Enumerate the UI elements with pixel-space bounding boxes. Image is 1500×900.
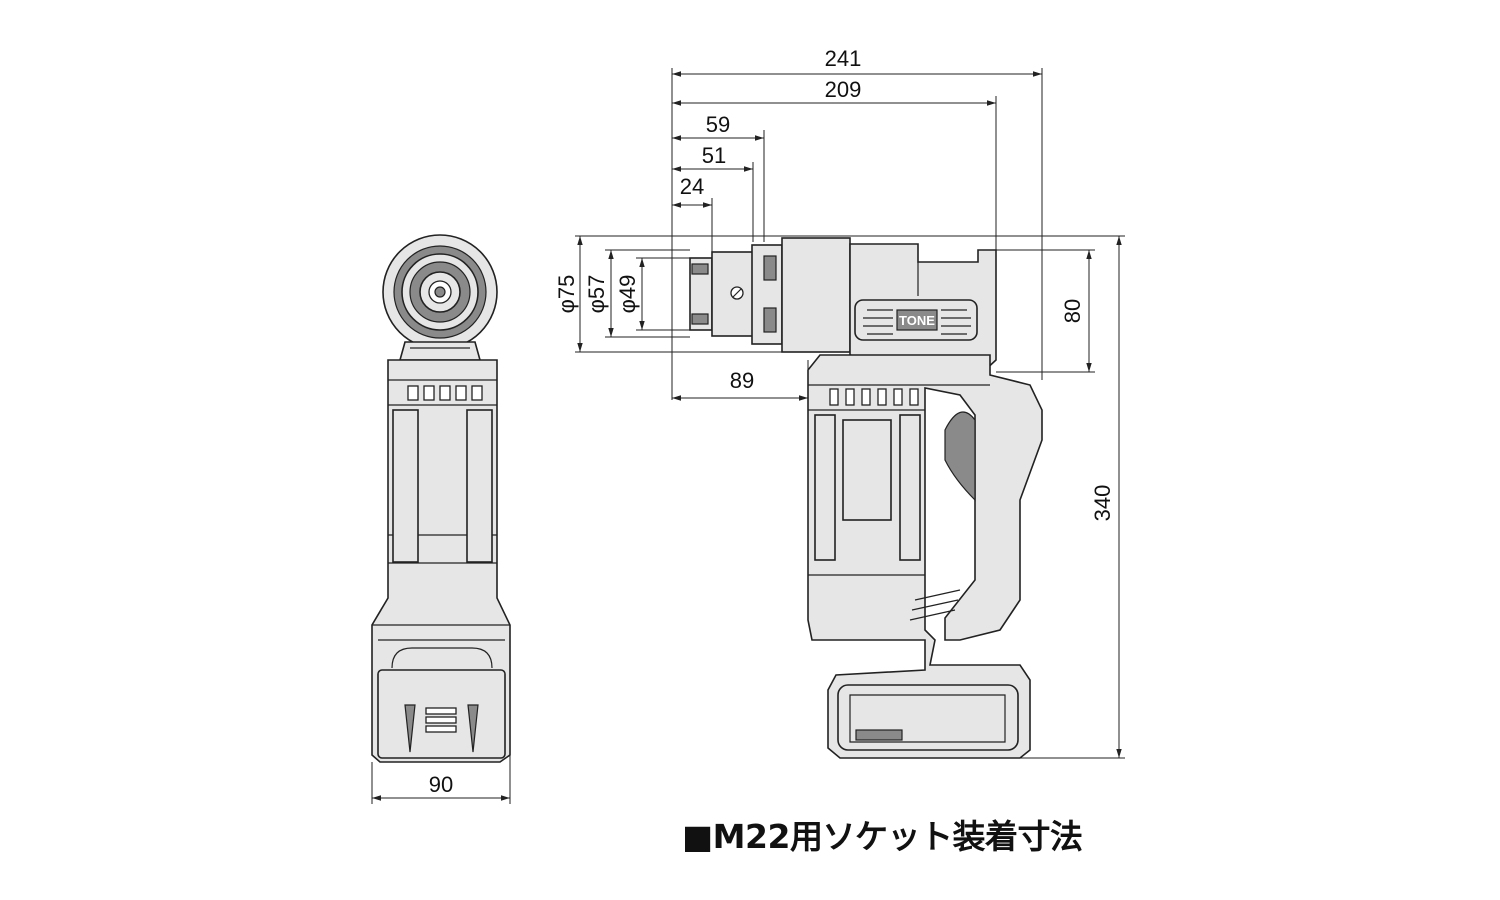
- dim-59: 59: [706, 112, 730, 137]
- trigger: [944, 411, 976, 502]
- side-view: TONE: [689, 237, 1043, 759]
- dim-209: 209: [825, 77, 862, 102]
- brand-logo: TONE: [899, 313, 935, 328]
- front-view: [371, 234, 511, 763]
- dim-phi49: φ49: [615, 275, 640, 314]
- dim-89: 89: [730, 368, 754, 393]
- dim-phi75: φ75: [554, 275, 579, 314]
- dim-90: 90: [429, 772, 453, 797]
- dim-24: 24: [680, 174, 704, 199]
- figure-caption: ■M22用ソケット装着寸法: [682, 817, 1083, 856]
- side-head: [781, 237, 851, 353]
- dim-phi57: φ57: [584, 275, 609, 314]
- dim-241: 241: [825, 46, 862, 71]
- dim-80: 80: [1060, 299, 1085, 323]
- dimension-lines: [371, 68, 1125, 804]
- dimension-labels: 241 209 59 51 24 89 90 φ75 φ57 φ49 80 34…: [429, 46, 1115, 797]
- dim-51: 51: [702, 143, 726, 168]
- dim-340: 340: [1090, 485, 1115, 522]
